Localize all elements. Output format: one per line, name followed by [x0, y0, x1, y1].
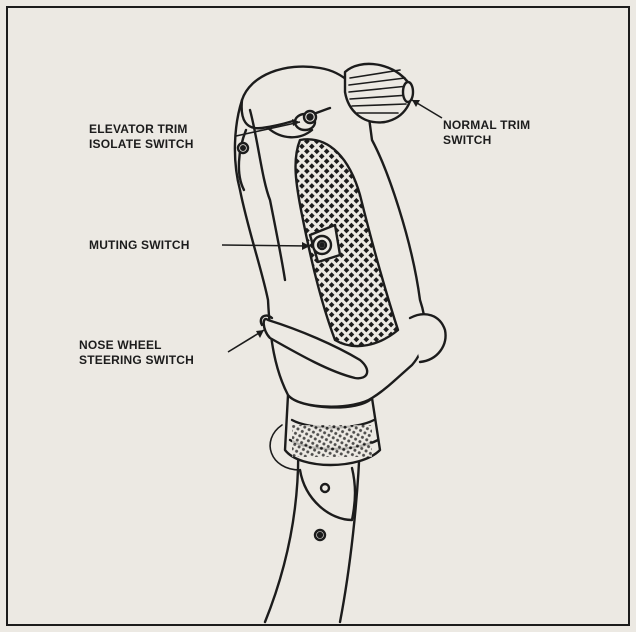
label-elevator-trim-line1: ELEVATOR TRIM — [89, 122, 194, 137]
normal-trim-switch — [345, 64, 413, 122]
label-elevator-trim-line2: ISOLATE SWITCH — [89, 137, 194, 152]
label-nose-wheel-steering-switch: NOSE WHEEL STEERING SWITCH — [79, 338, 194, 368]
label-muting-switch: MUTING SWITCH — [89, 238, 190, 253]
label-nose-wheel-line1: NOSE WHEEL — [79, 338, 194, 353]
leader-muting — [222, 245, 310, 246]
label-elevator-trim-isolate-switch: ELEVATOR TRIM ISOLATE SWITCH — [89, 122, 194, 152]
label-nose-wheel-line2: STEERING SWITCH — [79, 353, 194, 368]
label-normal-trim-switch: NORMAL TRIM SWITCH — [443, 118, 530, 148]
label-muting-line1: MUTING SWITCH — [89, 238, 190, 253]
label-normal-trim-line1: NORMAL TRIM — [443, 118, 530, 133]
stick-shaft — [265, 440, 298, 622]
label-normal-trim-line2: SWITCH — [443, 133, 530, 148]
